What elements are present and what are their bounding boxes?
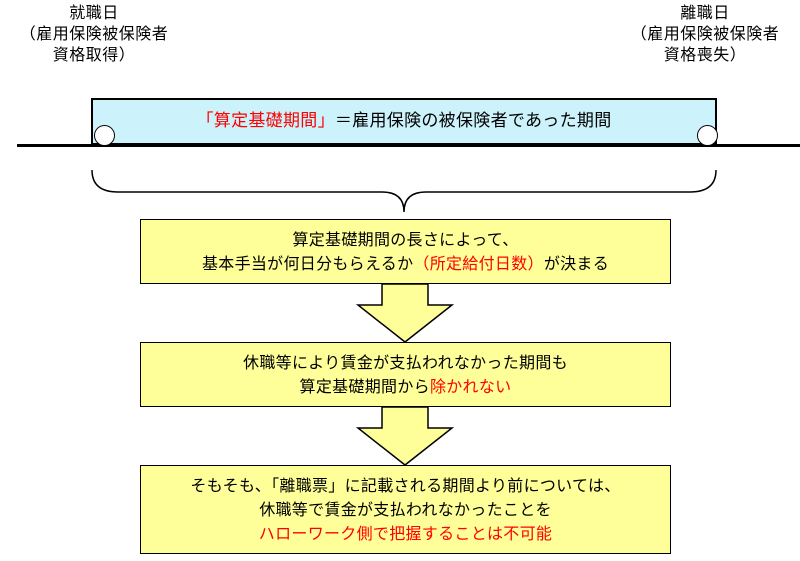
box3-emphasis: ハローワーク側で把握することは不可能	[258, 523, 553, 543]
down-arrow-1	[355, 283, 455, 343]
start-date-label: 就職日 （雇用保険被保険者 資格取得）	[4, 2, 184, 65]
end-node	[697, 125, 718, 146]
end-date-label: 離職日 （雇用保険被保険者 資格喪失）	[615, 2, 795, 65]
explanation-box-1: 算定基礎期間の長さによって、 基本手当が何日分もらえるか（所定給付日数）が決まる	[140, 219, 671, 284]
box1-line2-tail: が決まる	[543, 253, 610, 273]
period-brace	[91, 169, 717, 213]
period-term: 「算定基礎期間」	[196, 111, 335, 131]
period-definition: 「算定基礎期間」＝雇用保険の被保険者であった期間	[91, 110, 717, 132]
end-date-note-line1: （雇用保険被保険者	[630, 24, 780, 43]
end-date-note-line2: 資格喪失）	[663, 45, 747, 64]
box2-line2: 算定基礎期間から除かれない	[141, 375, 670, 399]
start-date-note-line1: （雇用保険被保険者	[19, 24, 169, 43]
end-date-title: 離職日	[680, 3, 730, 22]
box1-emphasis: （所定給付日数）	[413, 253, 544, 273]
box1-line2-text: 基本手当が何日分もらえるか	[201, 253, 414, 273]
box1-line1: 算定基礎期間の長さによって、	[292, 229, 519, 249]
box2-emphasis: 除かれない	[429, 376, 512, 396]
timeline-line	[17, 144, 800, 147]
box3-line2: 休職等で賃金が支払われなかったことを	[259, 499, 552, 519]
box1-line2: 基本手当が何日分もらえるか（所定給付日数）が決まる	[141, 252, 670, 276]
box2-line2-text: 算定基礎期間から	[299, 376, 430, 396]
explanation-box-2: 休職等により賃金が支払われなかった期間も 算定基礎期間から除かれない	[140, 342, 671, 407]
period-description: ＝雇用保険の被保険者であった期間	[334, 111, 612, 131]
explanation-box-3: そもそも、「離職票」に記載される期間より前については、 休職等で賃金が支払われな…	[140, 465, 671, 554]
start-node	[94, 125, 115, 146]
box2-line1: 休職等により賃金が支払われなかった期間も	[243, 352, 568, 372]
box3-line1: そもそも、「離職票」に記載される期間より前については、	[190, 475, 621, 495]
down-arrow-2	[355, 406, 455, 466]
start-date-title: 就職日	[69, 3, 119, 22]
start-date-note-line2: 資格取得）	[52, 45, 136, 64]
